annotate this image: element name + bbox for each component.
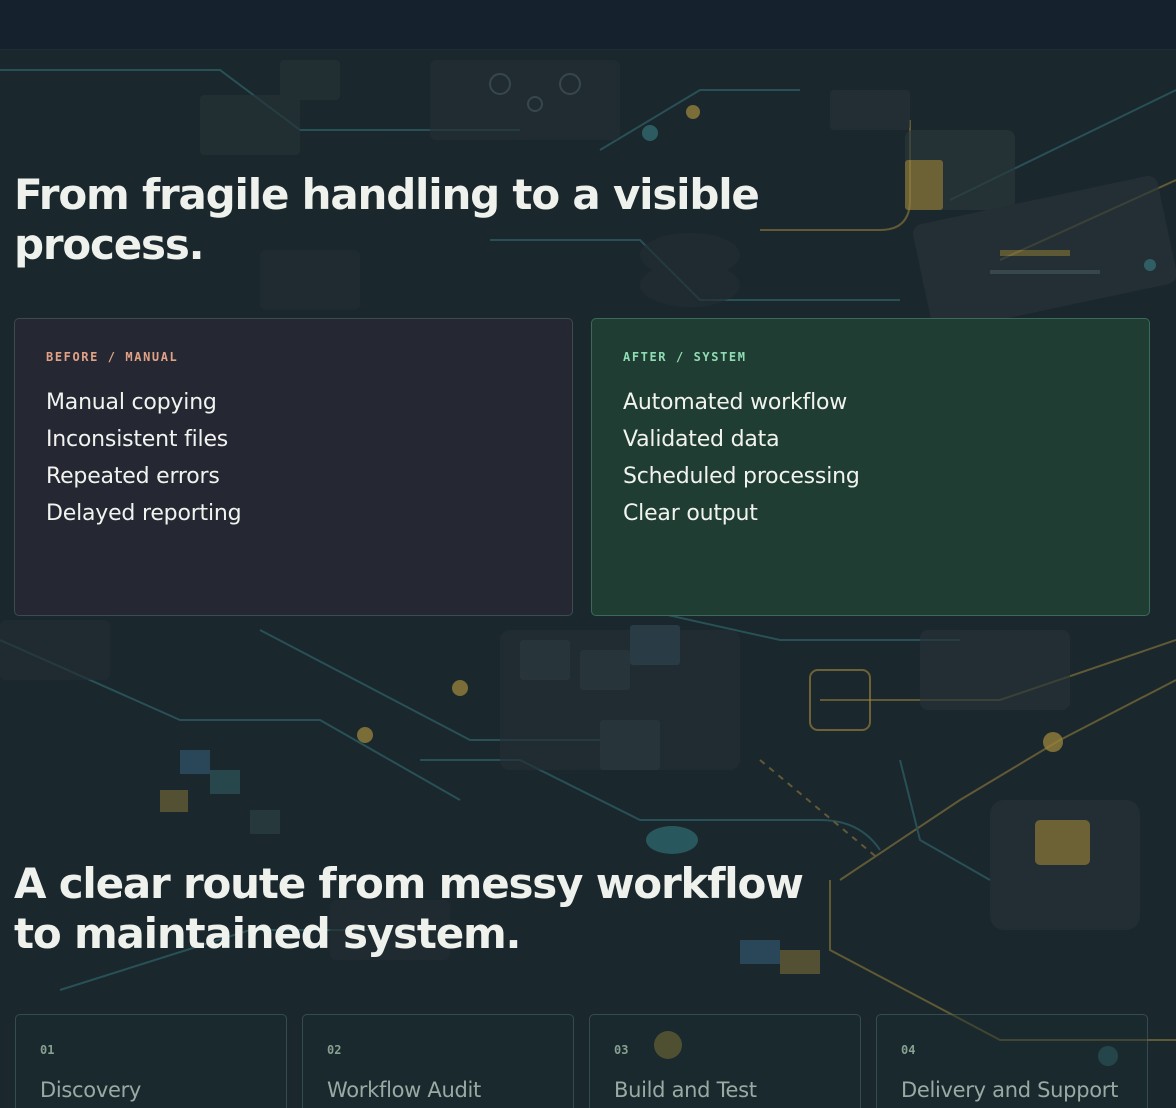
comparison-heading: From fragile handling to a visible proce…	[14, 170, 774, 270]
top-navigation-bar	[0, 0, 1176, 50]
after-system-card: AFTER / SYSTEM Automated workflow Valida…	[591, 318, 1150, 616]
step-card-discovery: 01 Discovery	[15, 1014, 287, 1108]
step-title: Workflow Audit	[327, 1078, 481, 1102]
step-card-build-and-test: 03 Build and Test	[589, 1014, 861, 1108]
list-item: Manual copying	[46, 390, 217, 415]
step-number: 02	[327, 1043, 342, 1057]
step-title: Discovery	[40, 1078, 142, 1102]
step-card-workflow-audit: 02 Workflow Audit	[302, 1014, 574, 1108]
before-items-list: Manual copying Inconsistent files Repeat…	[46, 384, 541, 532]
after-card-label: AFTER / SYSTEM	[623, 350, 747, 364]
step-card-delivery-and-support: 04 Delivery and Support	[876, 1014, 1148, 1108]
list-item: Scheduled processing	[623, 464, 860, 489]
list-item: Automated workflow	[623, 390, 848, 415]
list-item: Repeated errors	[46, 464, 220, 489]
before-card-label: BEFORE / MANUAL	[46, 350, 179, 364]
comparison-heading-line: From fragile handling to a visible	[14, 170, 760, 219]
step-number: 04	[901, 1043, 916, 1057]
route-heading-line: A clear route from messy workflow	[14, 859, 804, 908]
step-number: 03	[614, 1043, 629, 1057]
before-manual-card: BEFORE / MANUAL Manual copying Inconsist…	[14, 318, 573, 616]
list-item: Delayed reporting	[46, 501, 242, 526]
comparison-heading-line: process.	[14, 220, 205, 269]
after-items-list: Automated workflow Validated data Schedu…	[623, 384, 1118, 532]
list-item: Inconsistent files	[46, 427, 229, 452]
step-number: 01	[40, 1043, 55, 1057]
step-title: Delivery and Support	[901, 1078, 1119, 1102]
list-item: Clear output	[623, 501, 758, 526]
list-item: Validated data	[623, 427, 780, 452]
route-heading-line: to maintained system.	[14, 909, 522, 958]
step-title: Build and Test	[614, 1078, 757, 1102]
route-heading: A clear route from messy workflow to mai…	[14, 859, 814, 959]
